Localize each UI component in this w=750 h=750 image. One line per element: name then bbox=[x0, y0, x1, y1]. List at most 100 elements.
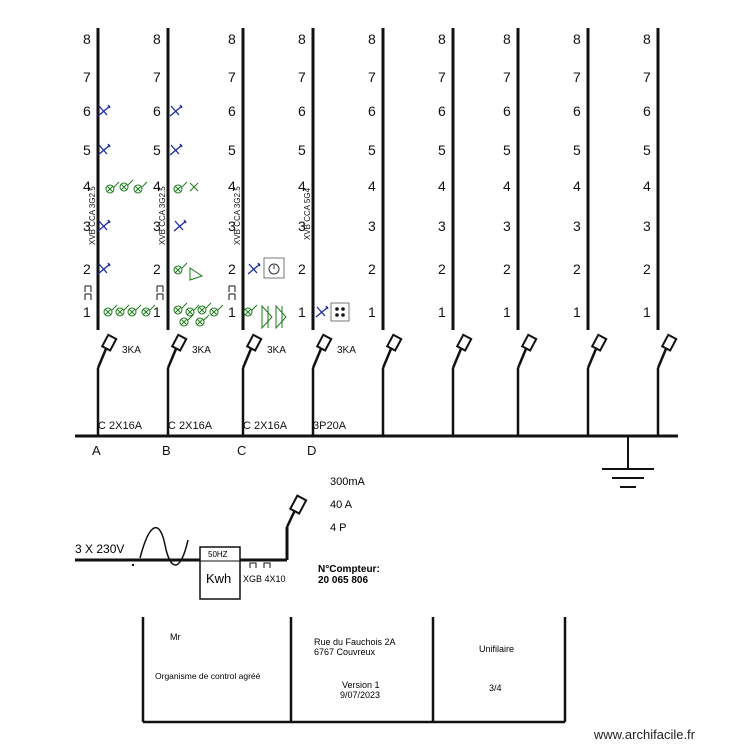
ac-sine-icon bbox=[139, 526, 189, 566]
address-line-1: Rue du Fauchois 2A bbox=[314, 637, 396, 647]
level-number: 5 bbox=[438, 142, 446, 158]
address-line-2: 6767 Couvreux bbox=[314, 647, 376, 657]
socket-icon bbox=[84, 293, 92, 300]
breaker-head bbox=[315, 333, 333, 352]
cable-label: XVB CCA 3G2.5 bbox=[88, 186, 97, 245]
breaker-head bbox=[385, 333, 403, 352]
lamp-icon bbox=[243, 307, 253, 317]
level-number: 1 bbox=[298, 304, 306, 320]
level-number: 4 bbox=[573, 178, 581, 194]
breaker-head bbox=[170, 333, 188, 352]
switch-icon bbox=[97, 219, 111, 232]
socket-icon bbox=[156, 285, 164, 292]
lamp-icon bbox=[197, 305, 207, 315]
level-number: 6 bbox=[438, 103, 446, 119]
lamp-icon bbox=[185, 307, 195, 317]
level-number: 7 bbox=[83, 69, 91, 85]
lamp-icon bbox=[141, 307, 151, 317]
level-number: 2 bbox=[368, 261, 376, 277]
level-number: 7 bbox=[228, 69, 236, 85]
level-number: 8 bbox=[83, 31, 91, 47]
title-block bbox=[141, 617, 567, 724]
page-number: 3/4 bbox=[489, 683, 502, 693]
breaker-label: C 2X16A bbox=[243, 420, 288, 432]
inspector-label: Organisme de control agréé bbox=[155, 671, 261, 681]
circuit-letter: C bbox=[237, 443, 246, 458]
cable-label: XVB CCA 5G4 bbox=[303, 187, 312, 240]
breaker-head bbox=[455, 333, 473, 352]
level-number: 1 bbox=[83, 304, 91, 320]
level-number: 8 bbox=[368, 31, 376, 47]
circuit-symbols bbox=[84, 104, 350, 330]
level-number: 4 bbox=[83, 178, 91, 194]
watermark: www.archifacile.fr bbox=[593, 727, 695, 742]
main-sensitivity: 300mA bbox=[330, 476, 366, 488]
level-number: 6 bbox=[643, 103, 651, 119]
earth-symbol bbox=[602, 436, 654, 488]
level-number: 3 bbox=[573, 218, 581, 234]
level-number: 1 bbox=[368, 304, 376, 320]
level-number: 3 bbox=[83, 218, 91, 234]
meter-unit: Kwh bbox=[206, 571, 231, 586]
switch-icon bbox=[169, 104, 183, 117]
main-poles: 4 P bbox=[330, 522, 347, 534]
level-number: 8 bbox=[643, 31, 651, 47]
lamp-icon bbox=[173, 184, 183, 194]
level-number: 5 bbox=[298, 142, 306, 158]
level-number: 6 bbox=[503, 103, 511, 119]
lamp-icon bbox=[261, 304, 273, 330]
level-number: 6 bbox=[368, 103, 376, 119]
level-number: 7 bbox=[503, 69, 511, 85]
lamp-icon bbox=[115, 307, 125, 317]
date-label: 9/07/2023 bbox=[340, 690, 380, 700]
level-number: 8 bbox=[153, 31, 161, 47]
breaker-rating: 3KA bbox=[192, 345, 211, 356]
lamp-icon bbox=[127, 307, 137, 317]
level-number: 2 bbox=[83, 261, 91, 277]
switch-icon bbox=[173, 219, 187, 232]
level-number: 8 bbox=[228, 31, 236, 47]
level-number: 3 bbox=[368, 218, 376, 234]
circuit-letter: B bbox=[162, 443, 171, 458]
level-number: 3 bbox=[503, 218, 511, 234]
breaker-label: C 2X16A bbox=[98, 420, 143, 432]
level-number: 7 bbox=[643, 69, 651, 85]
level-number: 2 bbox=[573, 261, 581, 277]
level-number: 4 bbox=[438, 178, 446, 194]
level-number: 5 bbox=[643, 142, 651, 158]
circuit-letter: D bbox=[307, 443, 316, 458]
level-number: 3 bbox=[643, 218, 651, 234]
circuit-letter: A bbox=[92, 443, 101, 458]
lamp-icon bbox=[195, 317, 205, 327]
cable-label: XVB CCA 3G2.5 bbox=[158, 186, 167, 245]
level-number: 2 bbox=[438, 261, 446, 277]
level-number: 3 bbox=[228, 218, 236, 234]
breaker-rating: 3KA bbox=[122, 345, 141, 356]
level-number: 2 bbox=[503, 261, 511, 277]
level-number: 2 bbox=[228, 261, 236, 277]
level-number: 6 bbox=[83, 103, 91, 119]
breaker-label: C 2X16A bbox=[168, 420, 213, 432]
level-number: 7 bbox=[438, 69, 446, 85]
level-number: 6 bbox=[228, 103, 236, 119]
owner-name: Mr bbox=[170, 632, 181, 642]
lamp-icon bbox=[103, 307, 113, 317]
level-number: 1 bbox=[438, 304, 446, 320]
level-number: 4 bbox=[503, 178, 511, 194]
kwh-meter: 50HZ Kwh bbox=[199, 546, 241, 600]
level-number: 8 bbox=[573, 31, 581, 47]
cable-label: XVB CCA 3G2.5 bbox=[233, 186, 242, 245]
level-number: 5 bbox=[153, 142, 161, 158]
level-number: 7 bbox=[298, 69, 306, 85]
supply-cable-label: XGB 4X10 bbox=[243, 574, 286, 584]
lamp-icon bbox=[133, 184, 143, 194]
level-number: 7 bbox=[368, 69, 376, 85]
breaker-head bbox=[660, 333, 678, 352]
lamp-icon bbox=[173, 265, 183, 275]
level-number: 1 bbox=[503, 304, 511, 320]
